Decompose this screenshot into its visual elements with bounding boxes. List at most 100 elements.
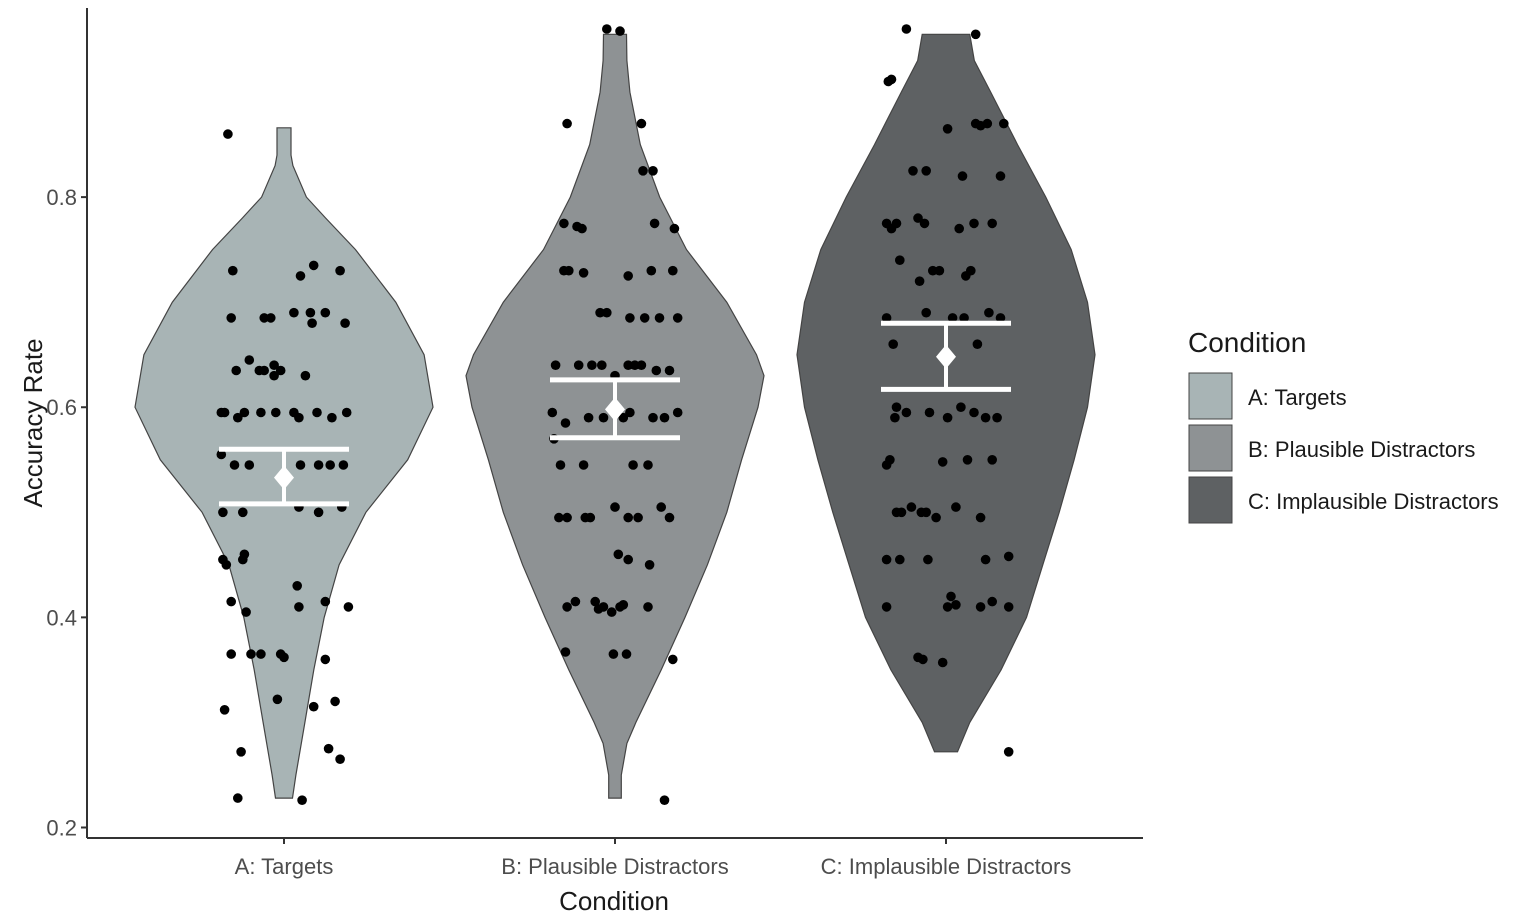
data-point bbox=[590, 596, 600, 607]
mean-marker bbox=[605, 397, 625, 422]
data-point bbox=[639, 313, 650, 323]
data-point bbox=[562, 602, 572, 612]
mean-marker bbox=[936, 344, 956, 369]
data-point bbox=[630, 360, 640, 371]
data-point bbox=[271, 407, 281, 418]
data-point bbox=[313, 460, 324, 470]
data-point bbox=[957, 171, 968, 181]
data-point bbox=[664, 512, 675, 523]
data-point bbox=[931, 512, 941, 523]
plot-area bbox=[134, 24, 1096, 805]
data-point bbox=[970, 29, 981, 40]
data-point bbox=[923, 554, 933, 565]
data-point bbox=[239, 549, 250, 560]
data-point bbox=[613, 549, 624, 560]
data-point bbox=[228, 265, 238, 276]
data-point bbox=[628, 460, 638, 470]
legend-title: Condition bbox=[1188, 327, 1306, 358]
data-point bbox=[1003, 747, 1014, 757]
data-point bbox=[942, 412, 953, 423]
data-point bbox=[272, 694, 283, 705]
data-point bbox=[942, 602, 953, 612]
data-point bbox=[668, 265, 678, 276]
data-point bbox=[279, 652, 289, 663]
data-point bbox=[564, 265, 574, 276]
data-point bbox=[244, 355, 255, 365]
data-point bbox=[229, 460, 240, 470]
data-point bbox=[942, 124, 953, 134]
data-point bbox=[625, 407, 635, 418]
data-point bbox=[621, 649, 632, 659]
data-point bbox=[246, 649, 256, 659]
data-point bbox=[335, 754, 345, 764]
data-point bbox=[636, 118, 647, 129]
data-point bbox=[577, 223, 587, 234]
data-point bbox=[643, 602, 653, 612]
data-point bbox=[951, 502, 961, 512]
data-point bbox=[969, 218, 979, 229]
data-point bbox=[244, 460, 255, 470]
violin-3 bbox=[796, 33, 1096, 753]
data-point bbox=[659, 795, 670, 805]
data-point bbox=[962, 455, 973, 465]
data-point bbox=[295, 460, 306, 470]
data-point bbox=[559, 218, 569, 229]
data-point bbox=[343, 602, 354, 612]
data-point bbox=[308, 701, 319, 712]
y-tick-label: 0.2 bbox=[46, 815, 77, 840]
data-point bbox=[312, 407, 322, 418]
x-tick-label: C: Implausible Distractors bbox=[821, 854, 1072, 879]
data-point bbox=[987, 596, 997, 607]
data-point bbox=[659, 412, 670, 423]
data-point bbox=[294, 602, 304, 612]
data-point bbox=[919, 218, 930, 229]
data-point bbox=[618, 412, 629, 423]
data-point bbox=[669, 223, 680, 234]
data-point bbox=[937, 457, 948, 467]
data-point bbox=[233, 412, 243, 423]
legend-label: B: Plausible Distractors bbox=[1248, 437, 1475, 462]
data-point bbox=[1003, 602, 1014, 612]
data-point bbox=[320, 654, 331, 665]
data-point bbox=[881, 460, 892, 470]
data-point bbox=[623, 360, 633, 371]
data-point bbox=[921, 307, 931, 318]
data-point bbox=[585, 512, 596, 523]
data-point bbox=[966, 265, 976, 276]
data-point bbox=[294, 412, 304, 423]
data-point bbox=[992, 412, 1002, 423]
data-point bbox=[956, 402, 966, 413]
legend-label: C: Implausible Distractors bbox=[1248, 489, 1499, 514]
data-point bbox=[623, 554, 633, 565]
data-point bbox=[297, 795, 307, 805]
data-point bbox=[895, 255, 905, 265]
data-point bbox=[226, 596, 236, 607]
data-point bbox=[223, 129, 233, 139]
data-point bbox=[972, 339, 983, 350]
data-point bbox=[578, 460, 589, 470]
data-point bbox=[320, 307, 331, 318]
data-point bbox=[226, 649, 236, 659]
data-point bbox=[896, 507, 907, 518]
data-point bbox=[947, 313, 958, 323]
data-point bbox=[638, 166, 648, 176]
data-point bbox=[946, 591, 956, 602]
data-point bbox=[338, 460, 349, 470]
data-point bbox=[890, 412, 900, 423]
data-point bbox=[256, 649, 266, 659]
data-point bbox=[608, 649, 619, 659]
data-point bbox=[664, 365, 675, 376]
y-tick-label: 0.8 bbox=[46, 185, 77, 210]
x-axis-title: Condition bbox=[559, 886, 669, 916]
y-ticks: 0.20.40.60.8 bbox=[46, 185, 87, 840]
data-point bbox=[672, 407, 683, 418]
data-point bbox=[597, 360, 607, 371]
data-point bbox=[901, 24, 912, 34]
data-point bbox=[895, 554, 905, 565]
data-point bbox=[987, 218, 997, 229]
data-point bbox=[901, 407, 912, 418]
data-point bbox=[921, 507, 931, 518]
data-point bbox=[340, 318, 350, 329]
